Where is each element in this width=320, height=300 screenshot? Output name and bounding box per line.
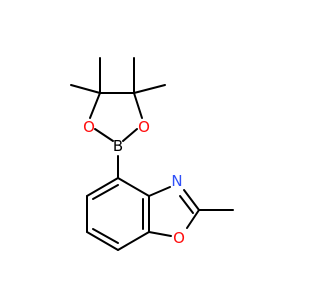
bond-methyl-4 bbox=[133, 84, 166, 94]
atom-label-n: N bbox=[171, 172, 182, 190]
atom-boron: B bbox=[113, 137, 123, 155]
bond-o-c-right bbox=[133, 92, 143, 119]
bond-n-c2 bbox=[183, 189, 200, 211]
bond-b-o-left bbox=[94, 128, 114, 142]
bond-b-o-right bbox=[122, 128, 138, 142]
atom-label-o-right: O bbox=[138, 118, 150, 136]
bond-c7-c6-inner bbox=[92, 228, 119, 244]
atom-oxygen-left: O bbox=[83, 118, 95, 136]
bond-c2-o bbox=[186, 209, 200, 229]
bond-o-c7a bbox=[148, 231, 172, 237]
atom-label-o-left: O bbox=[83, 118, 95, 136]
bond-c5-c4-inner bbox=[92, 184, 119, 200]
atom-oxygen-right: O bbox=[138, 118, 150, 136]
bond-c7-c6 bbox=[86, 231, 119, 251]
atom-nitrogen: N bbox=[171, 172, 182, 190]
atom-label-b: B bbox=[113, 137, 123, 155]
bond-methyl-1 bbox=[70, 84, 101, 94]
atom-oxygen-oxazole: O bbox=[173, 229, 185, 247]
atom-label-o-oxazole: O bbox=[173, 229, 185, 247]
bond-c7a-c7 bbox=[117, 231, 150, 251]
bond-c3a-n bbox=[148, 186, 171, 197]
bond-o-c-left bbox=[89, 92, 101, 119]
molecule-diagram: B O O N O bbox=[70, 57, 234, 251]
bond-c4-c3a bbox=[117, 177, 150, 197]
bond-n-c2-inner bbox=[179, 195, 194, 214]
structure-canvas: B O O N O bbox=[70, 57, 234, 251]
bond-c5-c4 bbox=[86, 177, 119, 197]
